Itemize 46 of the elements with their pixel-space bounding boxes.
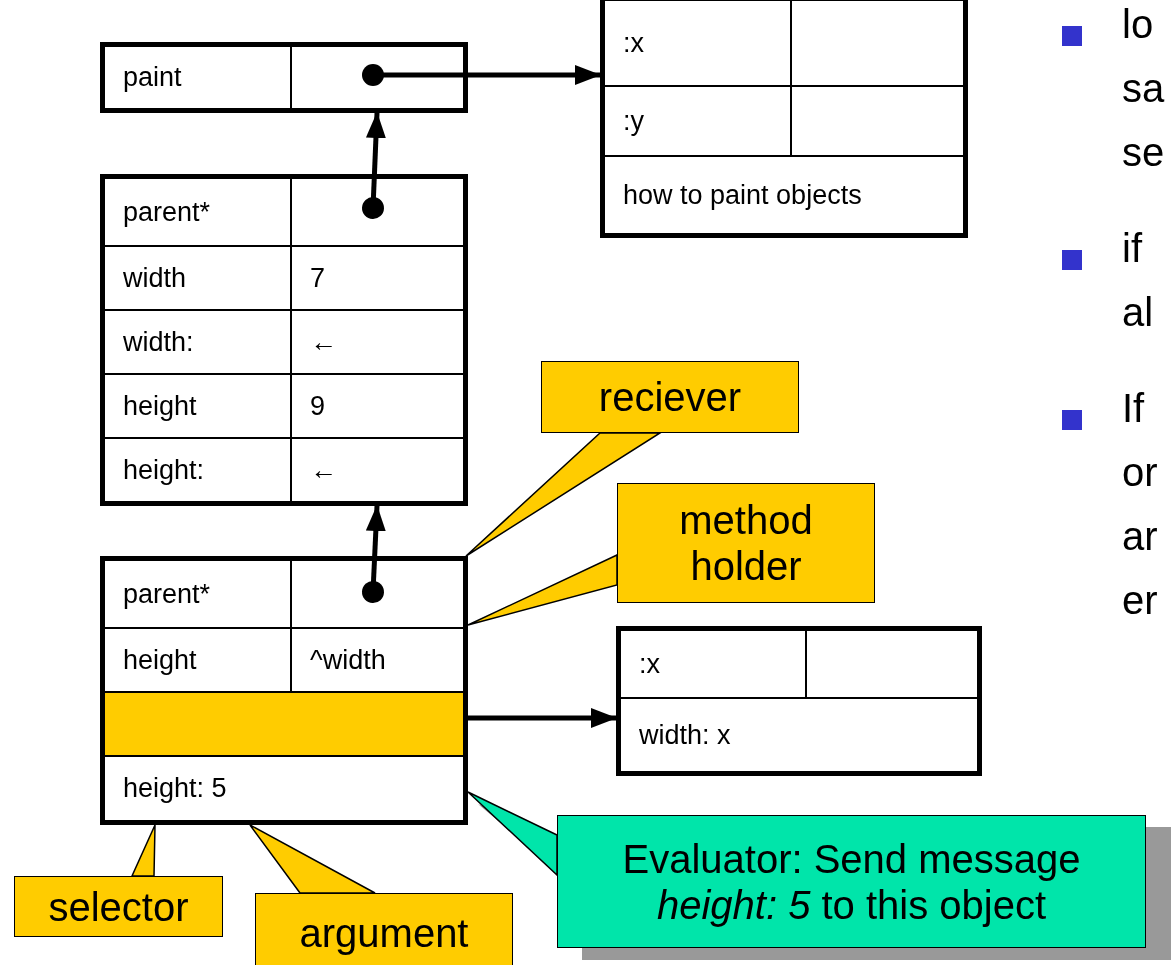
- arrow: [362, 64, 601, 86]
- object-table: [600, 0, 968, 238]
- object-table: [100, 174, 468, 506]
- callout-pointer: [131, 824, 156, 877]
- bullet-text: ar: [1122, 514, 1158, 559]
- slot-name: width: [122, 261, 188, 295]
- slot-name: :y: [622, 104, 645, 138]
- arrow: [362, 112, 386, 219]
- callout-pointer: [467, 554, 618, 626]
- bullet-text: lo: [1122, 2, 1154, 47]
- arrow: [362, 505, 386, 603]
- slot-name: height: 5: [122, 772, 228, 805]
- slot-name: :x: [622, 26, 645, 60]
- slot-name: width:: [122, 325, 195, 359]
- callout-pointer: [465, 432, 663, 557]
- slot-name: parent*: [122, 577, 212, 611]
- callout-pointer: [249, 824, 376, 894]
- slot-name: :x: [638, 647, 661, 681]
- object-table: [100, 42, 468, 113]
- bullet-text: se: [1122, 130, 1165, 175]
- slot-name: height: [122, 643, 198, 677]
- slot-value: 9: [290, 375, 463, 437]
- bullet-text: al: [1122, 290, 1154, 335]
- slot-value: 7: [290, 247, 463, 309]
- slot-name: width: x: [638, 718, 732, 752]
- callout-pointer: [467, 791, 558, 877]
- slot-value: ←: [290, 311, 463, 373]
- object-table: [616, 626, 982, 776]
- slot-name: paint: [122, 61, 183, 94]
- callout-label: reciever: [541, 361, 799, 433]
- bullet-text: If: [1122, 386, 1145, 431]
- bullet-text: or: [1122, 450, 1158, 495]
- callout-label: selector: [14, 876, 223, 937]
- bullet-text: sa: [1122, 66, 1165, 111]
- slot-value: ^width: [290, 629, 463, 691]
- callout-label: Evaluator: Send message height: 5 to this object: [557, 815, 1146, 948]
- slot-name: height: [122, 389, 198, 423]
- arrow: [468, 708, 617, 728]
- slot-value: ←: [290, 439, 463, 501]
- object-table: [100, 556, 468, 825]
- slot-name: how to paint objects: [622, 178, 863, 212]
- slot-name: parent*: [122, 195, 212, 229]
- callout-label: method holder: [617, 483, 875, 603]
- bullet-text: if: [1122, 226, 1142, 271]
- slot-name: height:: [122, 453, 206, 487]
- bullet-text: er: [1122, 578, 1158, 623]
